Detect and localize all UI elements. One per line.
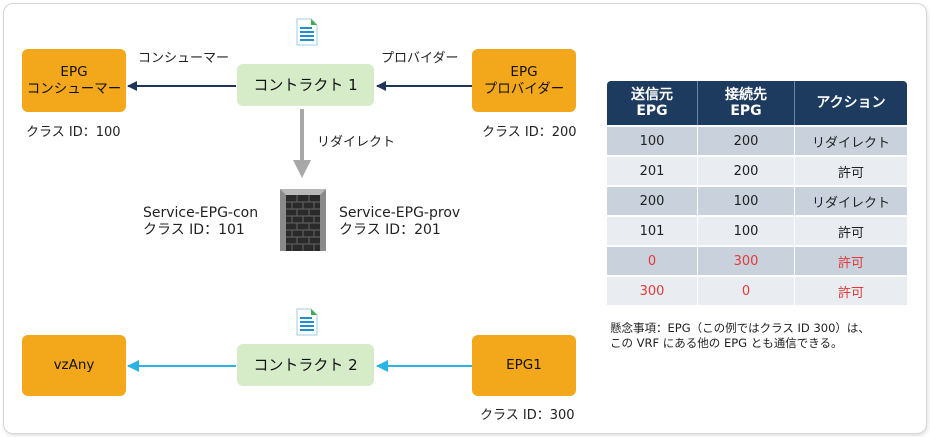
table-header-row: 送信元 EPG 接続先 EPG アクション [607,81,907,125]
epg-consumer-line2: コンシューマー [26,80,122,97]
redirect-label: リダイレクト [317,135,396,150]
service-prov-name: Service-EPG-prov [339,205,461,221]
table-cell-dst: 200 [698,157,795,185]
table-cell-src: 101 [607,217,698,245]
header-source: 送信元 EPG [607,81,698,125]
arrow-redirect-head [293,160,311,178]
table-cell-dst: 100 [698,187,795,215]
epg-provider-line1: EPG [510,63,538,80]
table-cell-dst: 100 [698,217,795,245]
contract1-label: コントラクト 1 [253,75,358,94]
contract1-box: コントラクト 1 [237,64,374,106]
table-cell-dst: 200 [698,127,795,155]
table-cell-src: 200 [607,187,698,215]
table-cell-action: 許可 [795,157,907,185]
epg-consumer-line1: EPG [60,63,88,80]
note-line1: 懸念事項：EPG（この例ではクラス ID 300）は、 [610,321,870,335]
consumer-arrow-label: コンシューマー [138,51,230,66]
service-epg-con-label: Service-EPG-con クラス ID：101 [143,205,258,239]
table-cell-src: 100 [607,127,698,155]
table-cell-action: 許可 [795,217,907,245]
vzany-box: vzAny [22,335,126,396]
document-icon-contract2 [296,308,318,336]
epg1-class-label: クラス ID：300 [480,408,575,423]
service-epg-prov-label: Service-EPG-prov クラス ID：201 [339,205,460,239]
table-cell-action: リダイレクト [795,187,907,215]
table-cell-action: 許可 [795,277,907,305]
service-prov-class: クラス ID：201 [339,222,441,238]
epg-provider-box: EPG プロバイダー [472,49,576,112]
consumer-class-label: クラス ID：100 [26,125,121,140]
contract2-box: コントラクト 2 [237,344,374,386]
service-con-class: クラス ID：101 [143,222,245,238]
contract2-label: コントラクト 2 [253,355,358,374]
epg-consumer-box: EPG コンシューマー [22,49,126,112]
header-action: アクション [795,81,907,125]
concern-note: 懸念事項：EPG（この例ではクラス ID 300）は、 この VRF にある他の… [610,321,870,351]
document-icon-contract1 [296,18,318,46]
provider-class-label: クラス ID：200 [482,125,577,140]
table-cell-dst: 0 [698,277,795,305]
firewall-icon [280,189,326,251]
vzany-label: vzAny [53,357,95,373]
note-line2: この VRF にある他の EPG とも通信できる。 [610,336,843,350]
header-destination: 接続先 EPG [698,81,795,125]
table-cell-action: 許可 [795,247,907,275]
provider-arrow-label: プロバイダー [381,51,459,66]
table-cell-src: 0 [607,247,698,275]
service-con-name: Service-EPG-con [143,205,259,221]
table-cell-dst: 300 [698,247,795,275]
table-cell-action: リダイレクト [795,127,907,155]
table-cell-src: 300 [607,277,698,305]
table-cell-src: 201 [607,157,698,185]
epg-provider-line2: プロバイダー [483,80,565,97]
epg1-label: EPG1 [506,357,542,373]
epg1-box: EPG1 [472,335,576,396]
